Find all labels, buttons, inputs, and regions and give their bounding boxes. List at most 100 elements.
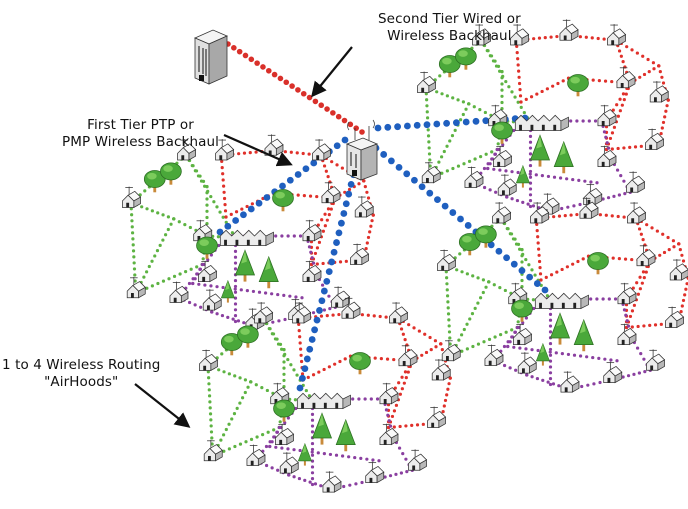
house-icon [626, 201, 646, 224]
first-tier-link-bottom [296, 161, 360, 392]
house-icon [254, 301, 274, 324]
house-icon [407, 448, 427, 471]
house-icon [330, 285, 350, 308]
house-icon [484, 344, 504, 366]
house-icon [436, 249, 456, 271]
pine-tree-icon [553, 141, 574, 174]
house-icon [617, 282, 637, 305]
tree-icon [567, 73, 589, 97]
house-icon [202, 288, 222, 311]
second-tier-arrow [311, 46, 353, 98]
house-icon [198, 349, 218, 371]
house-icon [616, 66, 636, 89]
house-icon [169, 281, 189, 303]
pine-tree-icon [535, 343, 550, 366]
house-icon [322, 470, 342, 493]
house-icon [311, 138, 331, 161]
purple-mesh [233, 243, 238, 324]
house-icon [379, 382, 399, 405]
house-icon [302, 219, 322, 242]
pine-tree-icon [550, 312, 570, 346]
green-mesh [449, 280, 491, 358]
purple-mesh [506, 344, 619, 363]
hub-building [345, 119, 379, 181]
row-house-icon [296, 392, 351, 409]
tree-icon [491, 121, 513, 145]
backhaul-links [216, 41, 549, 392]
red-mesh [514, 33, 670, 152]
green-mesh [134, 217, 176, 295]
house-icon [464, 166, 484, 188]
tree-icon [511, 299, 533, 323]
purple-mesh [191, 281, 304, 300]
house-icon [625, 170, 645, 193]
airhoods-label-line1: 1 to 4 Wireless Routing [2, 357, 161, 373]
pine-tree-icon [335, 419, 356, 452]
house-icon [279, 451, 299, 474]
house-icon [426, 406, 446, 428]
airhoods-arrow [134, 383, 191, 428]
red-mesh [296, 316, 443, 382]
house-icon [416, 71, 436, 93]
first-tier-link-right [372, 144, 549, 294]
house-icon [636, 244, 656, 267]
house-icon [597, 104, 617, 127]
pine-tree-icon [235, 249, 255, 283]
pine-tree-icon [220, 280, 235, 303]
tree-icon [273, 399, 295, 423]
red-mesh [219, 153, 366, 219]
first-tier-link-left [216, 136, 349, 236]
first-tier-arrow [223, 133, 293, 167]
house-icon [497, 173, 517, 196]
purple-mesh [486, 166, 599, 185]
diagram-objects [121, 18, 688, 493]
house-icon [603, 361, 623, 384]
second-tier-label: Second Tier Wired or Wireless Backhaul [378, 11, 521, 45]
pine-tree-icon [312, 412, 332, 446]
purple-mesh [310, 406, 315, 487]
pine-tree-icon [573, 319, 594, 352]
tree-icon [349, 351, 371, 375]
purple-mesh [268, 444, 381, 463]
pine-tree-icon [515, 165, 530, 188]
red-mesh [296, 311, 452, 430]
house-icon [354, 195, 374, 218]
house-icon [321, 181, 341, 204]
red-mesh [534, 216, 681, 282]
red-mesh [534, 211, 688, 330]
house-icon [649, 80, 669, 103]
row-house-icon [219, 229, 274, 246]
house-icon [492, 201, 512, 224]
purple-mesh [486, 147, 499, 171]
house-icon [349, 243, 369, 265]
tree-icon [272, 188, 294, 212]
airhoods-label: 1 to 4 Wireless Routing "AirHoods" [2, 357, 160, 391]
pine-tree-icon [258, 256, 279, 289]
house-icon [398, 344, 418, 367]
first-tier-label: First Tier PTP or PMP Wireless Backhaul [62, 117, 219, 151]
first-tier-link-top-right [374, 114, 529, 132]
pine-tree-icon [530, 134, 550, 168]
purple-mesh [528, 128, 533, 209]
red-mesh [514, 38, 661, 104]
pine-tree-icon [297, 443, 312, 466]
house-icon [264, 133, 284, 156]
house-icon [559, 18, 579, 41]
row-house-icon [534, 292, 589, 309]
house-icon [388, 301, 408, 324]
house-icon [560, 370, 580, 393]
purple-mesh [548, 306, 553, 387]
tree-icon [587, 251, 609, 275]
house-icon [121, 186, 141, 208]
house-icon [246, 444, 266, 466]
airhoods-label-line2: "AirHoods" [44, 374, 119, 390]
house-icon [645, 348, 665, 371]
house-icon [431, 358, 451, 381]
headquarters-building [194, 29, 228, 85]
tree-icon [196, 236, 218, 260]
second-tier-label-line2: Wireless Backhaul [387, 28, 512, 44]
first-tier-label-line2: PMP Wireless Backhaul [62, 134, 220, 150]
second-tier-link [225, 41, 365, 135]
house-icon [644, 128, 664, 150]
